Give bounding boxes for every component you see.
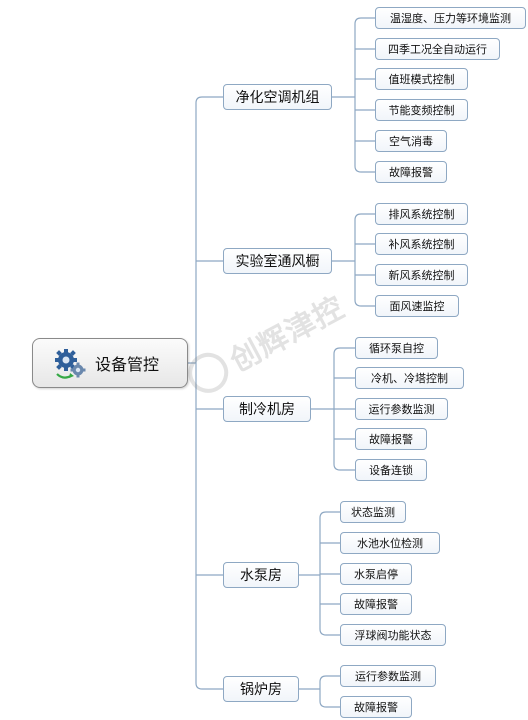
connector-leaf [319,511,340,519]
category-label: 制冷机房 [239,402,295,418]
leaf-float-valve[interactable]: 浮球阀功能状态 [340,624,446,646]
leaf-label: 运行参数监测 [368,403,435,416]
leaf-label: 空气消毒 [389,135,433,148]
category-label: 实验室通风橱 [235,254,320,270]
category-label: 锅炉房 [240,682,282,698]
leaf-circulation-pump[interactable]: 循环泵自控 [355,337,438,359]
connector-leaf [333,347,355,355]
leaf-env-monitoring[interactable]: 温湿度、压力等环境监测 [375,7,526,29]
leaf-label: 冷机、冷塔控制 [371,372,448,385]
leaf-label: 补风系统控制 [388,238,455,251]
leaf-pump-start-stop[interactable]: 水泵启停 [340,563,412,585]
category-chiller-room[interactable]: 制冷机房 [223,396,311,422]
leaf-label: 新风系统控制 [388,269,455,282]
leaf-duty-mode[interactable]: 值班模式控制 [375,68,468,90]
leaf-label: 故障报警 [354,598,398,611]
leaf-air-disinfection[interactable]: 空气消毒 [375,130,447,152]
leaf-four-season-auto[interactable]: 四季工况全自动运行 [375,38,500,60]
leaf-face-velocity[interactable]: 面风速监控 [375,295,459,317]
leaf-fault-alarm[interactable]: 故障报警 [340,696,412,718]
category-purification-ahu[interactable]: 净化空调机组 [223,84,332,110]
leaf-water-level[interactable]: 水池水位检测 [340,532,440,554]
leaf-fault-alarm[interactable]: 故障报警 [340,593,412,615]
connector-leaf [354,165,375,173]
connector-leaf [319,675,340,683]
leaf-label: 设备连锁 [369,464,413,477]
leaf-run-params[interactable]: 运行参数监测 [340,665,436,687]
connector-leaf [354,17,375,25]
category-lab-fume-hood[interactable]: 实验室通风橱 [223,248,332,274]
leaf-label: 故障报警 [389,166,433,179]
category-label: 水泵房 [240,568,282,584]
leaf-label: 运行参数监测 [355,670,421,683]
leaf-fault-alarm[interactable]: 故障报警 [375,161,447,183]
leaf-equipment-interlock[interactable]: 设备连锁 [355,459,427,481]
leaf-energy-vfd[interactable]: 节能变频控制 [375,99,468,121]
leaf-exhaust-control[interactable]: 排风系统控制 [375,203,468,225]
leaf-label: 状态监测 [351,506,395,519]
connector-leaf [354,299,375,307]
leaf-label: 水泵启停 [354,568,398,581]
leaf-label: 四季工况全自动运行 [388,43,487,56]
connector-leaf [333,463,355,471]
category-label: 净化空调机组 [235,90,320,106]
leaf-label: 循环泵自控 [369,342,424,355]
category-pump-room[interactable]: 水泵房 [223,562,299,588]
connector-category [195,96,223,104]
leaf-run-params[interactable]: 运行参数监测 [355,398,448,420]
leaf-label: 水池水位检测 [357,537,423,550]
leaf-status-monitor[interactable]: 状态监测 [340,501,406,523]
connector-leaf [319,700,340,708]
connector-category [195,682,223,690]
leaf-label: 排风系统控制 [388,208,455,221]
leaf-label: 故障报警 [369,433,413,446]
leaf-label: 浮球阀功能状态 [354,629,432,642]
leaf-label: 面风速监控 [389,300,445,313]
category-boiler-room[interactable]: 锅炉房 [223,676,299,702]
leaf-label: 温湿度、压力等环境监测 [390,12,511,25]
leaf-fresh-air-control[interactable]: 新风系统控制 [375,264,468,286]
gears-icon [55,349,86,379]
leaf-makeup-air-control[interactable]: 补风系统控制 [375,233,468,255]
connector-leaf [354,213,375,221]
connector-leaf [319,628,340,636]
leaf-fault-alarm[interactable]: 故障报警 [355,428,427,450]
leaf-chiller-tower[interactable]: 冷机、冷塔控制 [355,367,464,389]
root-label: 设备管控 [95,355,160,374]
leaf-label: 节能变频控制 [388,104,455,117]
leaf-label: 值班模式控制 [388,73,455,86]
root-node[interactable]: 设备管控 [32,338,188,388]
leaf-label: 故障报警 [354,701,398,714]
